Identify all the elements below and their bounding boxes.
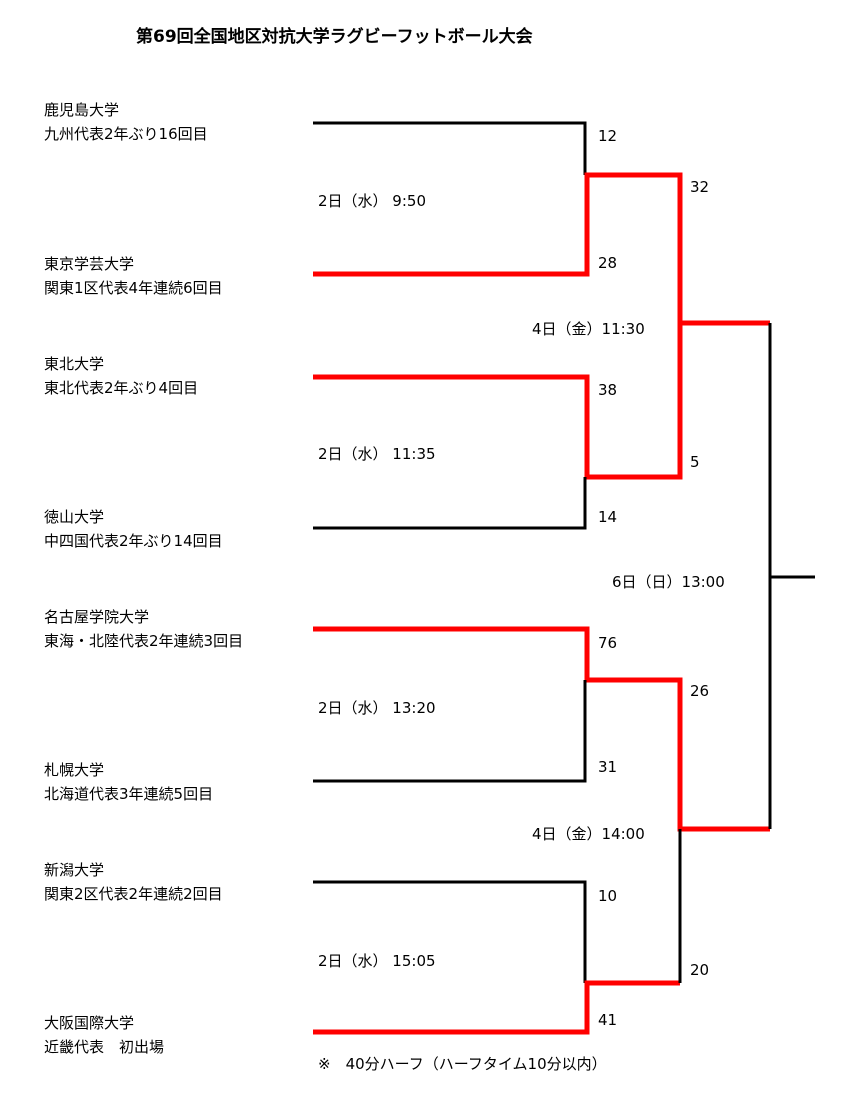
match-time: 4日（金）11:30 xyxy=(532,320,645,338)
team-entry: 大阪国際大学 近畿代表 初出場 xyxy=(44,1011,164,1059)
team-name: 新潟大学 xyxy=(44,861,105,879)
team-info: 関東2区代表2年連続2回目 xyxy=(44,885,223,903)
team-name: 徳山大学 xyxy=(44,508,105,526)
bracket-line xyxy=(313,121,587,175)
team-entry: 鹿児島大学 九州代表2年ぶり16回目 xyxy=(44,98,208,146)
score: 14 xyxy=(598,508,618,526)
team-name: 名古屋学院大学 xyxy=(44,608,150,626)
score: 76 xyxy=(598,634,618,652)
team-info: 北海道代表3年連続5回目 xyxy=(44,785,214,803)
score: 20 xyxy=(690,961,710,979)
winner-line xyxy=(313,172,770,326)
final-time: 6日（日）13:00 xyxy=(612,573,725,591)
score: 10 xyxy=(598,887,618,905)
winner-line xyxy=(313,626,770,832)
team-name: 大阪国際大学 xyxy=(44,1014,135,1032)
team-name: 東北大学 xyxy=(44,355,105,373)
winner-line xyxy=(313,980,680,1035)
score: 12 xyxy=(598,127,618,145)
footnote: ※ 40分ハーフ（ハーフタイム10分以内） xyxy=(318,1055,607,1073)
team-entry: 新潟大学 関東2区代表2年連続2回目 xyxy=(44,858,223,906)
team-entry: 徳山大学 中四国代表2年ぶり14回目 xyxy=(44,505,223,553)
score: 28 xyxy=(598,254,618,272)
match-time: 2日（水） 9:50 xyxy=(318,192,426,210)
team-info: 東海・北陸代表2年連続3回目 xyxy=(44,632,244,650)
team-entry: 札幌大学 北海道代表3年連続5回目 xyxy=(44,758,213,806)
team-info: 東北代表2年ぶり4回目 xyxy=(44,379,199,397)
bracket-line xyxy=(313,880,587,983)
bracket-line xyxy=(313,477,587,530)
score: 32 xyxy=(690,178,710,196)
team-entry: 東京学芸大学 関東1区代表4年連続6回目 xyxy=(44,252,223,300)
match-time: 2日（水） 15:05 xyxy=(318,952,436,970)
team-name: 鹿児島大学 xyxy=(44,101,120,119)
team-info: 中四国代表2年ぶり14回目 xyxy=(44,532,223,550)
match-time: 2日（水） 13:20 xyxy=(318,699,436,717)
team-info: 関東1区代表4年連続6回目 xyxy=(44,279,223,297)
team-info: 九州代表2年ぶり16回目 xyxy=(44,125,208,143)
score: 38 xyxy=(598,381,618,399)
page-title: 第69回全国地区対抗大学ラグビーフットボール大会 xyxy=(136,27,533,47)
bracket-line xyxy=(313,680,587,783)
match-time: 4日（金）14:00 xyxy=(532,825,645,843)
team-entry: 名古屋学院大学 東海・北陸代表2年連続3回目 xyxy=(44,605,243,653)
score: 41 xyxy=(598,1011,618,1029)
match-time: 2日（水） 11:35 xyxy=(318,445,436,463)
winner-line xyxy=(313,323,683,480)
score: 31 xyxy=(598,758,618,776)
score: 26 xyxy=(690,682,710,700)
team-name: 札幌大学 xyxy=(44,761,105,779)
team-info: 近畿代表 初出場 xyxy=(44,1038,165,1056)
bracket-line xyxy=(768,323,815,829)
score: 5 xyxy=(690,453,700,471)
team-entry: 東北大学 東北代表2年ぶり4回目 xyxy=(44,352,198,400)
team-name: 東京学芸大学 xyxy=(44,255,135,273)
